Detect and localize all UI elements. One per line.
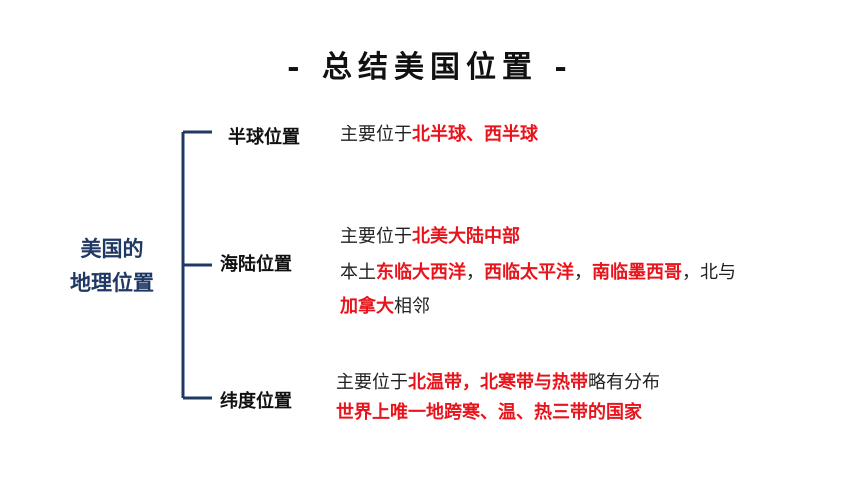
branch-desc-hemisphere: 主要位于北半球、西半球 (340, 122, 538, 148)
root-topic-line2: 地理位置 (70, 271, 154, 295)
desc-highlight: 北美大陆中部 (412, 226, 520, 247)
desc-highlight: 北半球、西半球 (412, 124, 538, 145)
branch-label-sea-land: 海陆位置 (220, 254, 292, 275)
desc-segment: 略有分布 (588, 372, 660, 393)
page-title: - 总结美国位置 - (287, 50, 573, 85)
desc-line: 主要位于北温带，北寒带与热带略有分布 (336, 370, 660, 396)
desc-segment: 相邻 (394, 296, 430, 317)
desc-segment: ， (574, 262, 592, 283)
desc-segment: 本土 (340, 262, 376, 283)
desc-segment: ， (466, 262, 484, 283)
branch-desc-latitude: 主要位于北温带，北寒带与热带略有分布 世界上唯一地跨寒、温、热三带的国家 (336, 370, 660, 426)
desc-highlight: 西临太平洋 (484, 262, 574, 283)
desc-line: 世界上唯一地跨寒、温、热三带的国家 (336, 400, 660, 426)
desc-segment: 主要位于 (340, 124, 412, 145)
desc-segment: ，北与 (682, 262, 736, 283)
branch-label-hemisphere: 半球位置 (228, 127, 300, 148)
root-topic: 美国的 地理位置 (52, 232, 172, 300)
desc-line: 本土东临大西洋，西临太平洋，南临墨西哥，北与 (340, 260, 736, 286)
root-topic-line1: 美国的 (80, 237, 144, 261)
desc-line: 加拿大相邻 (340, 294, 736, 320)
desc-line: 主要位于北半球、西半球 (340, 122, 538, 148)
desc-segment: 主要位于 (336, 372, 408, 393)
desc-highlight: 加拿大 (340, 296, 394, 317)
desc-highlight: 南临墨西哥 (592, 262, 682, 283)
branch-label-latitude: 纬度位置 (220, 391, 292, 412)
desc-highlight: 北温带，北寒带与热带 (408, 372, 588, 393)
desc-highlight: 世界上唯一地跨寒、温、热三带的国家 (336, 402, 642, 423)
desc-segment: 主要位于 (340, 226, 412, 247)
branch-desc-sea-land: 主要位于北美大陆中部 本土东临大西洋，西临太平洋，南临墨西哥，北与 加拿大相邻 (340, 224, 736, 320)
desc-line: 主要位于北美大陆中部 (340, 224, 736, 250)
desc-highlight: 东临大西洋 (376, 262, 466, 283)
